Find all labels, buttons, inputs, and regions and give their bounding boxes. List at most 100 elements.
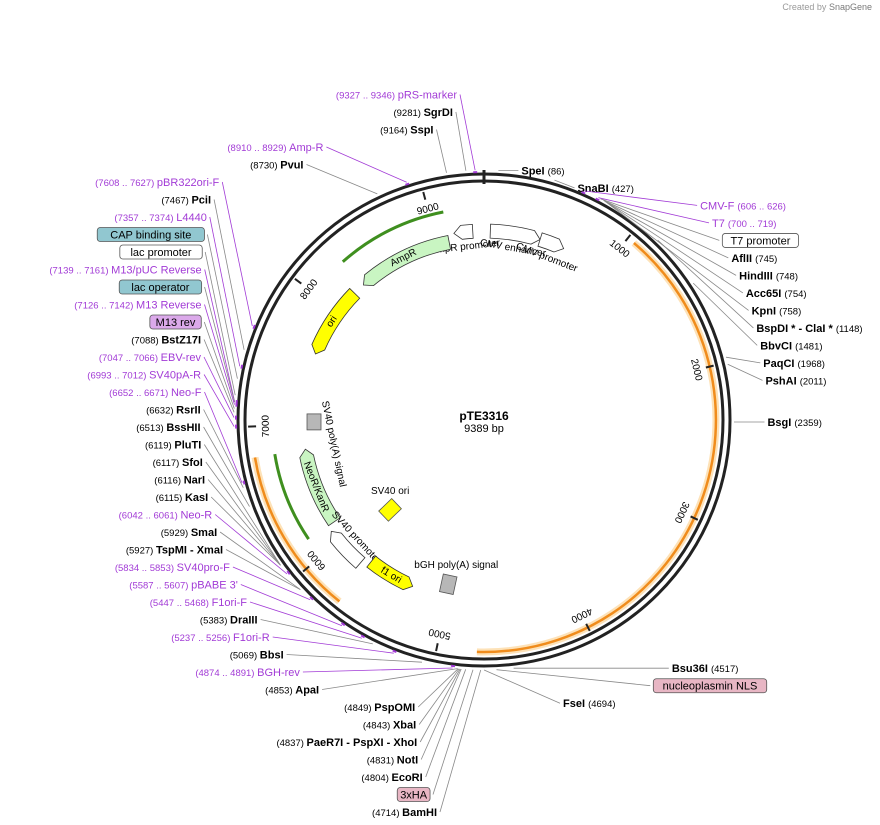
site-leader-line bbox=[210, 496, 281, 566]
site-name: SgrDI bbox=[424, 107, 453, 119]
site-leader-line bbox=[204, 286, 235, 403]
site-leader-line bbox=[203, 339, 235, 413]
site-name: M13 Reverse bbox=[136, 300, 201, 312]
tick-mark bbox=[624, 234, 632, 242]
site-leader-line bbox=[603, 200, 729, 259]
site-label: AflII (745) bbox=[731, 253, 777, 265]
site-label: (4714) BamHI bbox=[372, 807, 437, 819]
site-name: CMV-F bbox=[700, 200, 737, 212]
credit-brand: SnapGene bbox=[828, 2, 872, 12]
site-leader-line bbox=[598, 197, 710, 224]
site-name: AflII bbox=[731, 253, 755, 265]
site-leader-line bbox=[232, 566, 311, 601]
site-leader-line bbox=[417, 668, 459, 708]
site-label-box bbox=[96, 227, 205, 242]
site-leader-line bbox=[419, 668, 461, 743]
site-l4440: (7357 .. 7374) L4440 bbox=[114, 212, 206, 224]
site-name: RsrII bbox=[176, 405, 200, 417]
site-position: (2359) bbox=[794, 418, 821, 429]
site-name: SV40pro-F bbox=[177, 562, 230, 574]
site-name: BsgI bbox=[767, 417, 794, 429]
site-position: (1968) bbox=[798, 359, 825, 370]
site-name: PaeR7I - PspXI - XhoI bbox=[307, 737, 418, 749]
site-bsshii: (6513) BssHII bbox=[136, 422, 200, 434]
cmv-promoter-arrow bbox=[537, 232, 565, 253]
site-name: M13/pUC Reverse bbox=[111, 265, 201, 277]
site-label: (7139 .. 7161) M13/pUC Reverse bbox=[49, 265, 201, 277]
site-position: (6042 .. 6061) bbox=[119, 511, 181, 522]
site-leader-line bbox=[554, 179, 575, 189]
site-name: FseI bbox=[563, 698, 588, 710]
site-bstz17i: (7088) BstZ17I bbox=[131, 335, 201, 347]
cmv-enhancer-arrow bbox=[489, 223, 541, 245]
tick-label: 8000 bbox=[298, 277, 320, 302]
sv40-promoter-arrow bbox=[330, 530, 366, 569]
site-leader-line bbox=[207, 234, 238, 379]
site-label: SnaBI (427) bbox=[577, 183, 633, 195]
tick-mark bbox=[585, 623, 591, 632]
site-leader-line bbox=[432, 669, 474, 795]
site-leader-line bbox=[483, 669, 561, 704]
site-position: (5237 .. 5256) bbox=[171, 633, 233, 644]
site-position: (4517) bbox=[711, 664, 738, 675]
site-label: FseI (4694) bbox=[563, 698, 616, 710]
site-position: (4853) bbox=[265, 686, 295, 697]
site-label: (6042 .. 6061) Neo-R bbox=[119, 510, 213, 522]
primer-tick bbox=[309, 596, 314, 601]
site-name: BssHII bbox=[166, 422, 200, 434]
site-leader-line bbox=[605, 201, 749, 311]
site-position: (745) bbox=[755, 254, 777, 265]
ori-arrow bbox=[311, 287, 361, 355]
site-name: T7 bbox=[712, 218, 728, 230]
site-noti: (4831) NotI bbox=[367, 755, 419, 767]
site-label: HindIII (748) bbox=[739, 270, 798, 282]
site-label: (6119) PluTI bbox=[145, 440, 201, 452]
bgh-poly-a-signal-label: bGH poly(A) signal bbox=[414, 560, 498, 571]
site-nari: (6116) NarI bbox=[154, 475, 205, 487]
site-leader-line bbox=[420, 668, 462, 760]
site-m13-rev: M13 rev bbox=[149, 314, 202, 330]
site-position: (6119) bbox=[145, 441, 174, 452]
site-label: T7 (700 .. 719) bbox=[712, 218, 777, 230]
site-label: (5447 .. 5468) F1ori-F bbox=[150, 597, 248, 609]
site-bamhi: (4714) BamHI bbox=[372, 807, 437, 819]
site-label: (9327 .. 9346) pRS-marker bbox=[336, 90, 457, 102]
site-label: 3xHA bbox=[400, 790, 428, 802]
site-label: Bsu36I (4517) bbox=[672, 663, 739, 675]
site-leader-line bbox=[604, 200, 744, 294]
site-position: (7088) bbox=[131, 336, 161, 347]
site-f1ori-r: (5237 .. 5256) F1ori-R bbox=[171, 632, 270, 644]
site-name: Amp-R bbox=[289, 142, 323, 154]
site-position: (700 .. 719) bbox=[728, 219, 777, 230]
site-label-box bbox=[721, 233, 799, 248]
site-pcii: (7467) PciI bbox=[161, 195, 211, 207]
site-name: Neo-F bbox=[171, 387, 202, 399]
site-leader-line bbox=[225, 549, 301, 591]
site-name: XbaI bbox=[393, 720, 416, 732]
site-position: (6632) bbox=[146, 406, 176, 417]
site-name: SspI bbox=[410, 125, 433, 137]
site-t7-promoter: T7 promoter bbox=[721, 233, 799, 248]
tick-label: 4000 bbox=[569, 605, 594, 625]
ampr-promoter-arrow bbox=[453, 223, 474, 240]
site-leader-line bbox=[205, 461, 281, 566]
site-label: BbvCI (1481) bbox=[760, 340, 822, 352]
ampr-arrow bbox=[363, 235, 452, 287]
site-position: (7139 .. 7161) bbox=[49, 266, 111, 277]
site-label: lac promoter bbox=[130, 247, 191, 259]
site-leader-line bbox=[219, 531, 301, 590]
sv40-poly-a-signal-box bbox=[306, 413, 322, 431]
site-position: (5447 .. 5468) bbox=[150, 598, 212, 609]
primer-tick bbox=[595, 197, 600, 202]
site-leader-line bbox=[221, 181, 253, 327]
site-bbsi: (5069) BbsI bbox=[230, 650, 284, 662]
site-hindiii: HindIII (748) bbox=[739, 270, 798, 282]
site-leader-line bbox=[207, 479, 281, 566]
site-leader-line bbox=[657, 239, 754, 329]
site-bbvci: BbvCI (1481) bbox=[760, 340, 822, 352]
site-label: (6632) RsrII bbox=[146, 405, 201, 417]
site-label-box bbox=[652, 678, 768, 694]
site-label: lac operator bbox=[131, 282, 189, 294]
site-position: (6652 .. 6671) bbox=[109, 388, 171, 399]
